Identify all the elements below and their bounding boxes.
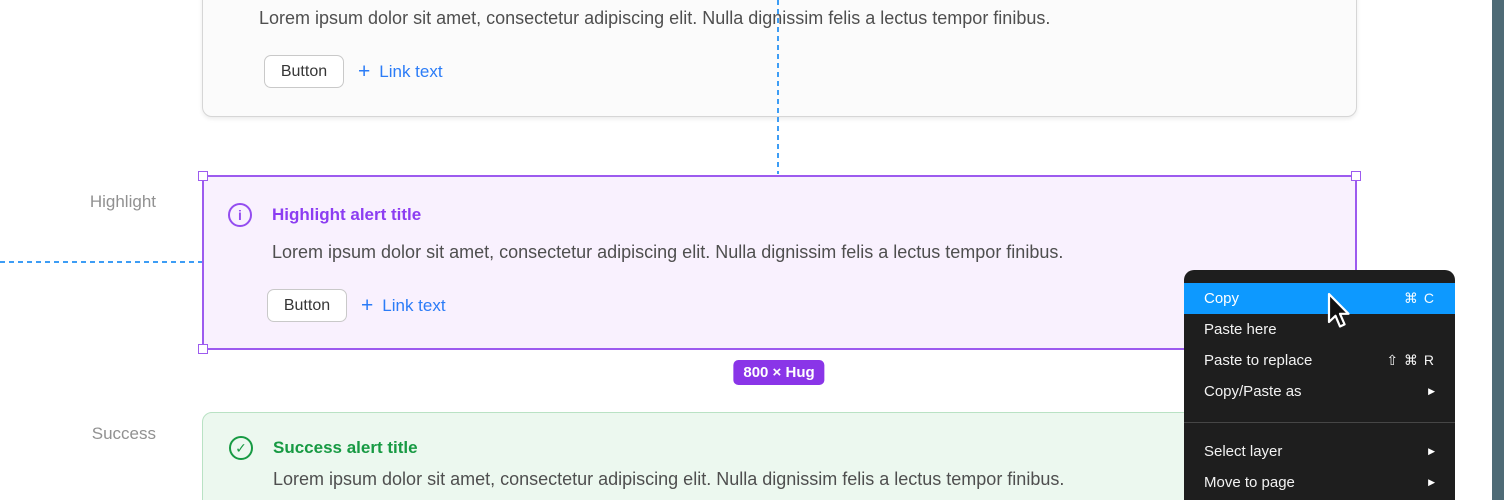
alert-title-row: ✓ Success alert title — [229, 436, 418, 460]
alert-link-label: Link text — [382, 295, 446, 315]
menu-divider — [1184, 422, 1455, 423]
menu-item-paste-to-replace[interactable]: Paste to replace ⇧ ⌘ R — [1184, 345, 1455, 376]
submenu-arrow-icon: ▶ — [1428, 386, 1435, 396]
menu-item-move-to-page[interactable]: Move to page ▶ — [1184, 467, 1455, 498]
menu-item-label: Copy/Paste as — [1204, 383, 1302, 400]
menu-shortcut: ⇧ ⌘ R — [1386, 352, 1435, 368]
alert-link[interactable]: + Link text — [361, 295, 446, 316]
submenu-arrow-icon: ▶ — [1428, 477, 1435, 487]
alert-card-highlight[interactable]: i Highlight alert title Lorem ipsum dolo… — [202, 175, 1357, 350]
menu-item-select-layer[interactable]: Select layer ▶ — [1184, 436, 1455, 467]
alert-link[interactable]: + Link text — [358, 61, 443, 82]
check-circle-icon: ✓ — [229, 436, 253, 460]
alert-body-text: Lorem ipsum dolor sit amet, consectetur … — [273, 469, 1065, 489]
alignment-guide-vertical — [777, 0, 779, 174]
alert-body-text: Lorem ipsum dolor sit amet, consectetur … — [272, 242, 1064, 262]
alert-title: Success alert title — [273, 438, 418, 457]
side-panel-strip — [1492, 0, 1504, 500]
size-badge: 800 × Hug — [733, 360, 825, 385]
menu-item-copy[interactable]: Copy ⌘ C — [1184, 283, 1455, 314]
menu-item-label: Select layer — [1204, 443, 1283, 460]
alert-button[interactable]: Button — [267, 289, 347, 322]
submenu-arrow-icon: ▶ — [1428, 446, 1435, 456]
menu-item-label: Move to page — [1204, 474, 1295, 491]
menu-item-copy-paste-as[interactable]: Copy/Paste as ▶ — [1184, 376, 1455, 407]
menu-item-label: Paste to replace — [1204, 352, 1313, 369]
menu-item-label: Copy — [1204, 290, 1240, 307]
alert-actions: Button + Link text — [267, 289, 446, 322]
info-icon: i — [228, 203, 252, 227]
menu-shortcut: ⌘ C — [1404, 290, 1435, 306]
alert-title: Highlight alert title — [272, 205, 422, 224]
alert-title-row: i Highlight alert title — [228, 203, 421, 227]
alert-link-label: Link text — [379, 61, 443, 81]
alert-body-text: Lorem ipsum dolor sit amet, consectetur … — [259, 8, 1051, 28]
alert-card-default[interactable]: Lorem ipsum dolor sit amet, consectetur … — [202, 0, 1357, 117]
row-label-success: Success — [91, 424, 156, 443]
alert-button[interactable]: Button — [264, 55, 344, 88]
alignment-guide-horizontal — [0, 261, 203, 263]
alert-card-success[interactable]: ✓ Success alert title Lorem ipsum dolor … — [202, 412, 1357, 500]
alert-actions: Button + Link text — [264, 55, 443, 88]
row-label-highlight: Highlight — [89, 192, 156, 211]
plus-icon: + — [361, 294, 374, 317]
context-menu: Copy ⌘ C Paste here Paste to replace ⇧ ⌘… — [1184, 270, 1455, 500]
menu-item-paste-here[interactable]: Paste here — [1184, 314, 1455, 345]
menu-item-label: Paste here — [1204, 321, 1277, 338]
plus-icon: + — [358, 60, 371, 83]
